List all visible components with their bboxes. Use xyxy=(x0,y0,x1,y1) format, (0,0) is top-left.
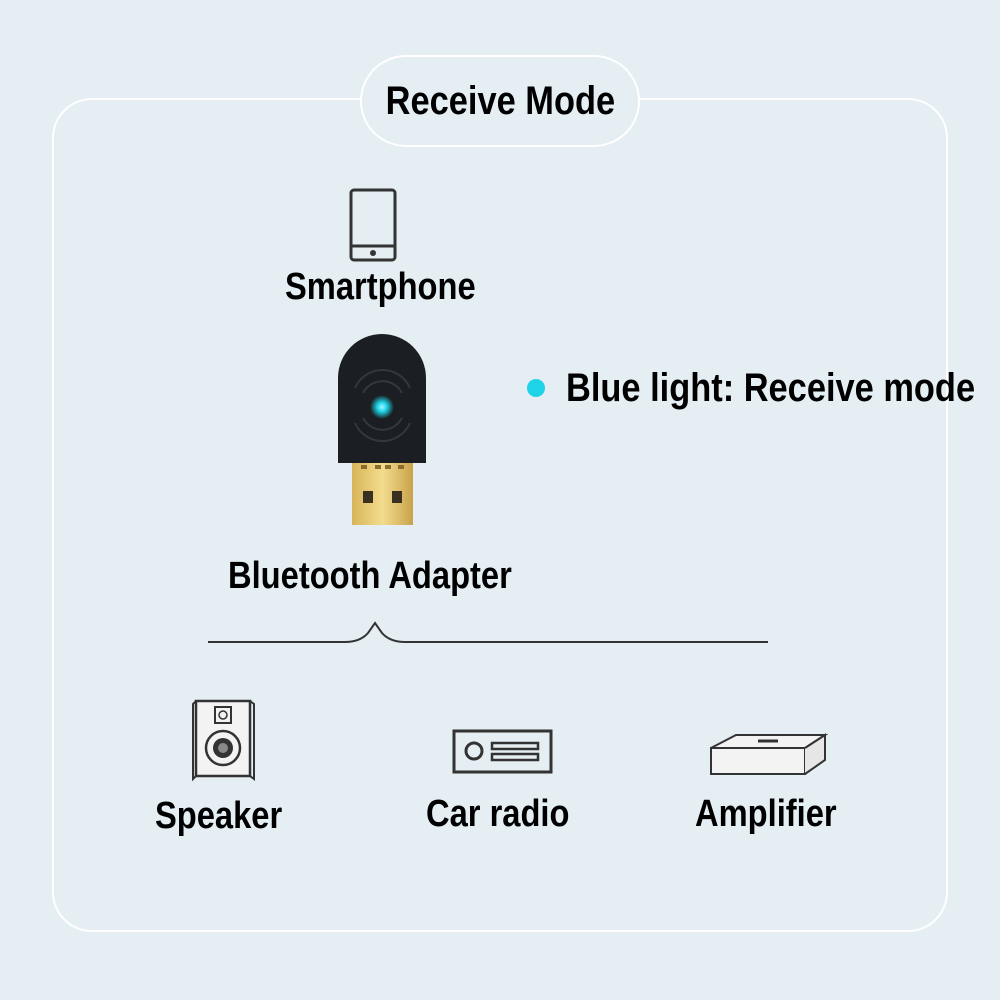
speaker-label: Speaker xyxy=(155,795,283,837)
blue-light-dot xyxy=(527,379,545,397)
usb-bluetooth-adapter-icon xyxy=(338,334,426,525)
adapter-label: Bluetooth Adapter xyxy=(228,555,512,597)
car-radio-label: Car radio xyxy=(426,793,570,835)
amplifier-icon xyxy=(710,733,828,775)
smartphone-icon xyxy=(349,188,397,262)
title-badge: Receive Mode xyxy=(360,55,640,147)
car-radio-icon xyxy=(452,729,553,774)
speaker-icon xyxy=(192,699,255,782)
diagram-title: Receive Mode xyxy=(385,78,615,123)
indicator-label: Blue light: Receive mode xyxy=(566,366,976,410)
amplifier-label: Amplifier xyxy=(695,793,837,835)
smartphone-label: Smartphone xyxy=(285,266,476,308)
brace-connector xyxy=(208,621,768,643)
